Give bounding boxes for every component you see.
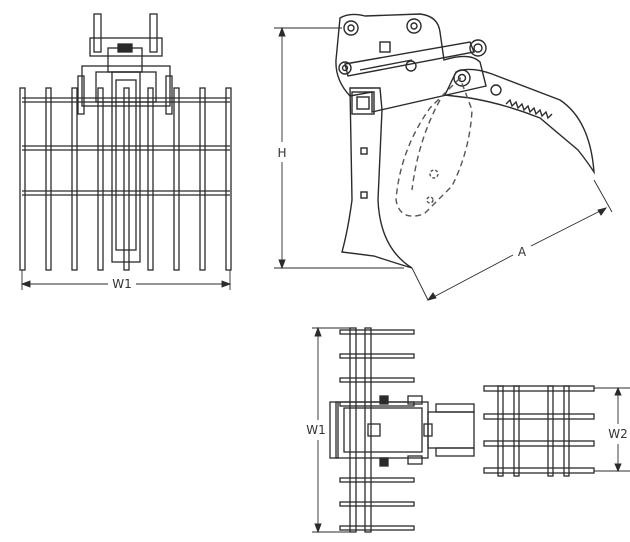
tine [19,87,26,271]
rake-tine [339,329,415,335]
opening-dimension [411,179,613,301]
top-arm [427,411,475,449]
front-width-label: W1 [112,277,132,291]
front-width-dimension [20,270,232,290]
rake-tine [339,377,415,383]
top-view: W1 W2 [306,326,630,534]
rake-tine [339,353,415,359]
thumb-width-label: W2 [608,427,628,441]
rake-tine [339,477,415,483]
tine [173,87,180,271]
fixed-jaw [341,87,413,269]
height-label: H [277,146,286,160]
height-dimension [274,26,404,270]
tine [71,87,78,271]
cross-bars [22,97,230,196]
tine [199,87,206,271]
thumb-grid [483,385,595,477]
tine [45,87,52,271]
thumb-width-dimension [594,386,630,473]
front-view: W1 [19,13,232,291]
rake-tines [339,329,415,531]
top-width-dimension [312,326,352,534]
rake-tine [339,501,415,507]
tine [123,87,130,271]
side-view: H A [274,13,613,301]
tine [97,87,104,271]
mounting-bracket [89,13,163,73]
grapple-body [77,65,173,263]
hydraulic-cylinder [344,39,487,77]
rake-tine [339,525,415,531]
head-plate [335,13,487,113]
tines [19,87,232,271]
tine [147,87,154,271]
top-width-label: W1 [306,423,326,437]
moving-jaw [443,68,595,175]
open-position-outline [395,76,473,217]
jaw-teeth [505,98,553,120]
tine [225,87,232,271]
opening-label: A [518,245,527,259]
